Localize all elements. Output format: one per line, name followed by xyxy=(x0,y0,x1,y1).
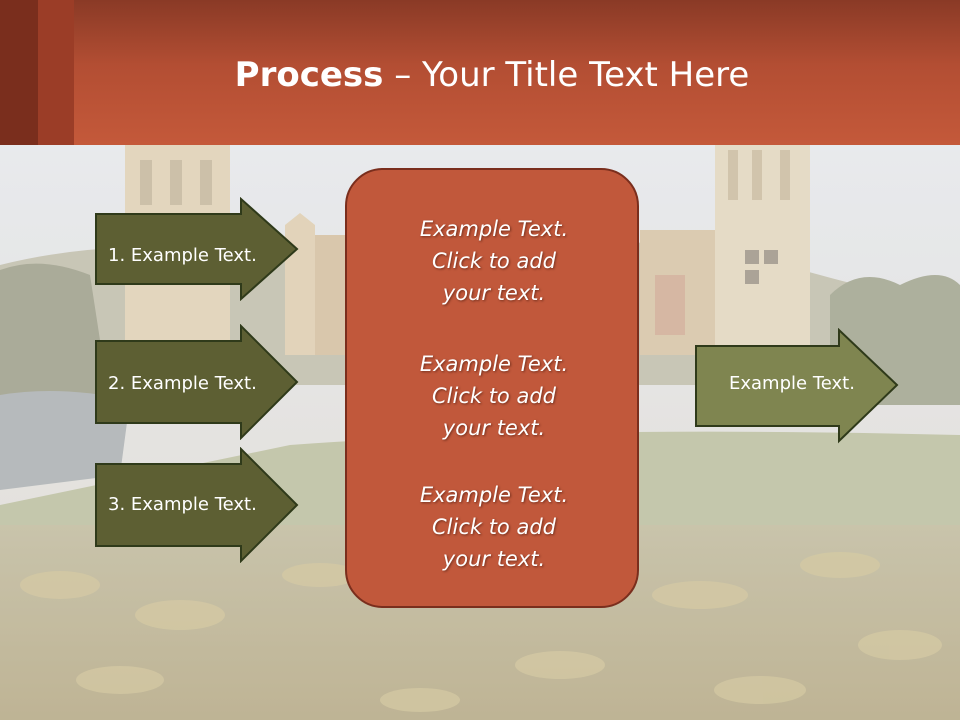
process-box[interactable]: Example Text. Click to add your text. Ex… xyxy=(345,168,639,608)
title-text: Your Title Text Here xyxy=(422,55,750,95)
input-arrow-1-label: 1. Example Text. xyxy=(108,245,257,266)
header-accent-bar-dark xyxy=(0,0,38,145)
process-text-block-2[interactable]: Example Text. Click to add your text. xyxy=(347,348,641,444)
process-text-3-line-3: your text. xyxy=(442,547,546,571)
header-accent-bar-light xyxy=(38,0,74,145)
process-text-block-1[interactable]: Example Text. Click to add your text. xyxy=(347,213,641,309)
process-text-2-line-3: your text. xyxy=(442,416,546,440)
process-text-block-3[interactable]: Example Text. Click to add your text. xyxy=(347,479,641,575)
input-arrow-2[interactable] xyxy=(94,324,300,440)
input-arrow-1[interactable] xyxy=(94,197,300,301)
process-text-1-line-1: Example Text. xyxy=(419,217,569,241)
output-arrow[interactable] xyxy=(694,328,900,444)
input-arrow-3-label: 3. Example Text. xyxy=(108,494,257,515)
process-text-1-line-3: your text. xyxy=(442,281,546,305)
process-text-3-line-1: Example Text. xyxy=(419,483,569,507)
process-text-2-line-2: Click to add xyxy=(431,384,556,408)
input-arrow-3[interactable] xyxy=(94,447,300,563)
process-text-3-line-2: Click to add xyxy=(431,515,556,539)
input-arrow-2-label: 2. Example Text. xyxy=(108,373,257,394)
process-text-1-line-2: Click to add xyxy=(431,249,556,273)
title-bold: Process xyxy=(234,55,384,95)
process-text-2-line-1: Example Text. xyxy=(419,352,569,376)
slide-title: Process – Your Title Text Here xyxy=(0,52,960,98)
header-band xyxy=(0,0,960,145)
output-arrow-label: Example Text. xyxy=(729,373,855,394)
title-separator: – xyxy=(383,55,423,95)
